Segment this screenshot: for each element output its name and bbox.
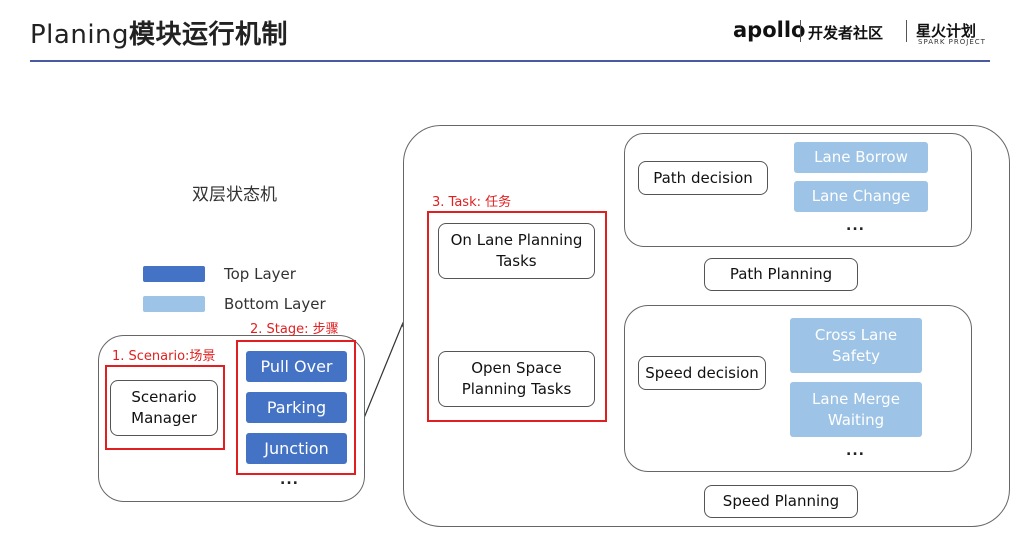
scenario-manager-node: Scenario Manager	[110, 380, 218, 436]
speed-decision-node: Speed decision	[638, 356, 766, 390]
title-bold: 模块运行机制	[129, 20, 289, 50]
stage-parking: Parking	[246, 392, 347, 423]
page-title: Planing模块运行机制	[30, 14, 288, 51]
lane-borrow-node: Lane Borrow	[794, 142, 928, 173]
lane-merge-waiting-node: Lane Merge Waiting	[790, 382, 922, 437]
legend-label-bottom: Bottom Layer	[224, 295, 326, 313]
annotation-stage: 2. Stage: 步骤	[250, 322, 339, 337]
spark-logo-sub: SPARK PROJECT	[918, 38, 986, 46]
dev-community-label: 开发者社区	[808, 24, 884, 42]
lane-change-node: Lane Change	[794, 181, 928, 212]
legend-swatch-top	[143, 266, 205, 282]
path-ellipsis: ...	[846, 218, 865, 234]
path-decision-node: Path decision	[638, 161, 768, 195]
title-plain: Planing	[30, 20, 130, 50]
speed-ellipsis: ...	[846, 443, 865, 459]
diagram-heading: 双层状态机	[192, 185, 277, 205]
header-rule	[30, 60, 990, 62]
cross-lane-safety-node: Cross Lane Safety	[790, 318, 922, 373]
legend-swatch-bottom	[143, 296, 205, 312]
brand-divider	[800, 20, 801, 42]
annotation-task: 3. Task: 任务	[432, 195, 512, 210]
spark-logo: 星火计划	[916, 22, 977, 40]
task-open-space: Open Space Planning Tasks	[438, 351, 595, 407]
speed-planning-node: Speed Planning	[704, 485, 858, 518]
stage-ellipsis: ...	[280, 472, 299, 488]
stage-pull-over: Pull Over	[246, 351, 347, 382]
legend-label-top: Top Layer	[224, 265, 296, 283]
scenario-highlight	[105, 365, 225, 450]
task-on-lane: On Lane Planning Tasks	[438, 223, 595, 279]
task-highlight	[427, 211, 607, 422]
annotation-scenario: 1. Scenario:场景	[112, 349, 216, 364]
brand-divider	[906, 20, 907, 42]
stage-highlight	[236, 340, 356, 475]
path-planning-node: Path Planning	[704, 258, 858, 291]
stage-junction: Junction	[246, 433, 347, 464]
apollo-logo: apollo	[733, 18, 806, 42]
